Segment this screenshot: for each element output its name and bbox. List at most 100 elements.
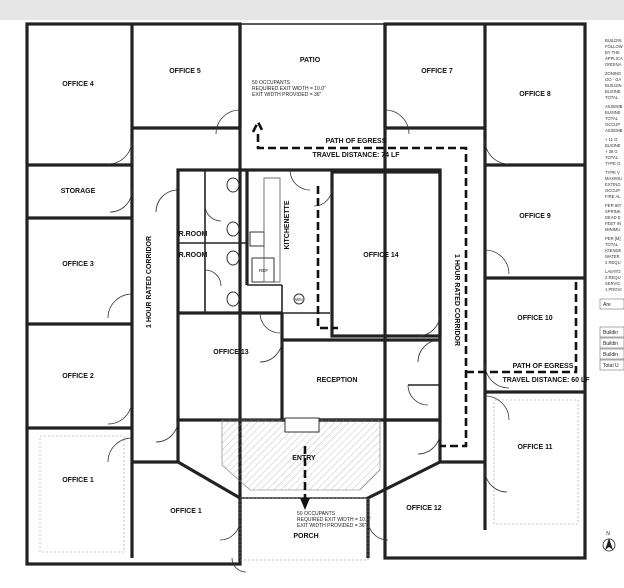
note-line: OCCUP: [605, 188, 620, 193]
svg-text:REQUIRED EXIT WIDTH = 10.0": REQUIRED EXIT WIDTH = 10.0": [252, 86, 326, 92]
note-line: PER [M]: [605, 236, 621, 241]
note-line: TYPE V: [605, 170, 620, 175]
office-2-label: OFFICE 2: [62, 373, 94, 380]
doors: [107, 109, 510, 573]
office-7-label: OFFICE 7: [421, 68, 453, 75]
kitchenette-label: KITCHENETTE: [284, 200, 291, 249]
note-line: FIRE AL: [605, 194, 621, 199]
note-line: ORDINA: [605, 62, 621, 67]
note-line: SERVIC: [605, 281, 621, 286]
patio-occupancy-note: 50 OCCUPANTS REQUIRED EXIT WIDTH = 10.0"…: [252, 80, 326, 98]
office-13-label: OFFICE 13: [213, 349, 249, 356]
svg-text:50 OCCUPANTS: 50 OCCUPANTS: [252, 80, 291, 86]
office-3-label: OFFICE 3: [62, 261, 94, 268]
north-arrow: N: [602, 531, 616, 552]
svg-text:50 OCCUPANTS: 50 OCCUPANTS: [297, 511, 336, 517]
egress-path-right: [466, 280, 578, 374]
note-line: TOTAL: [605, 242, 619, 247]
note-line: + 11 O: [605, 137, 618, 142]
reception-label: RECEPTION: [317, 377, 358, 384]
note-line: OCCUP: [605, 122, 620, 127]
note-line: 1 PROVI: [605, 287, 622, 292]
note-line: ZONING: [605, 71, 621, 76]
note-line: BUSINE: [605, 89, 621, 94]
office-5-label: OFFICE 5: [169, 68, 201, 75]
note-line: TOTAL: [605, 95, 619, 100]
table-cell-text: Buildin: [603, 330, 618, 336]
left-corridor-label: 1 HOUR RATED CORRIDOR: [146, 236, 153, 328]
note-line: APPLICA: [605, 56, 623, 61]
office-4-label: OFFICE 4: [62, 81, 94, 88]
note-line: (GENDE: [605, 248, 621, 253]
note-line: PER 907: [605, 203, 622, 208]
restroom-fixtures: [226, 177, 305, 307]
note-line: + 38 G: [605, 149, 618, 154]
note-line: BUSINE: [605, 110, 621, 115]
office-14-label: OFFICE 14: [363, 252, 399, 259]
note-line: EXTING: [605, 182, 621, 187]
table-cell: [599, 326, 624, 338]
office-10-label: OFFICE 10: [517, 315, 553, 322]
table-cell: [599, 359, 624, 371]
table-cell-text: Are: [603, 302, 611, 308]
office-1-left-outline: [39, 435, 125, 553]
office-8-label: OFFICE 8: [519, 91, 551, 98]
scan-top-strip: [0, 0, 624, 20]
note-line: TOTAL: [605, 155, 619, 160]
egress-top-label: PATH OF EGRESS: [326, 138, 387, 145]
entry-hatch: [221, 417, 381, 491]
svg-text:REQUIRED EXIT WIDTH = 10.0": REQUIRED EXIT WIDTH = 10.0": [297, 517, 371, 523]
office-11-outline: [493, 399, 579, 525]
egress-top-distance: TRAVEL DISTANCE: 74 LF: [312, 152, 400, 159]
note-line: DEAD E: [605, 215, 621, 220]
note-line: TOTAL: [605, 116, 619, 121]
porch-occupancy-note: 50 OCCUPANTS REQUIRED EXIT WIDTH = 10.0"…: [297, 511, 371, 529]
table-cell: [599, 298, 624, 310]
corridor-labels: 1 HOUR RATED CORRIDOR 1 HOUR RATED CORRI…: [146, 236, 460, 346]
note-line: 2 REQU: [605, 275, 621, 280]
office-1-left-label: OFFICE 1: [62, 477, 94, 484]
note-line: BUSINE: [605, 143, 621, 148]
room-labels: OFFICE 4 OFFICE 5 PATIO OFFICE 7 OFFICE …: [61, 57, 553, 540]
note-line: FEET IN: [605, 221, 621, 226]
note-line: BUILDIN: [605, 83, 622, 88]
note-line: ASSEMB: [605, 104, 623, 109]
note-line: SPRINK: [605, 209, 621, 214]
svg-text:N: N: [606, 531, 610, 537]
storage-label: STORAGE: [61, 188, 96, 195]
note-line: BUILDIN: [605, 38, 622, 43]
note-line: TYPE O: [605, 161, 621, 166]
table-cell-text: Buildin: [603, 341, 618, 347]
note-line: FOLLOW: [605, 44, 623, 49]
r-room-2-label: R.ROOM: [179, 252, 208, 259]
ref-label: REF: [259, 268, 268, 273]
right-corridor-label: 1 HOUR RATED CORRIDOR: [453, 254, 460, 346]
patio-label: PATIO: [300, 57, 321, 64]
note-line: BY THE: [605, 50, 620, 55]
wh-label: WH: [295, 297, 303, 302]
note-line: 2 REQU: [605, 260, 621, 265]
note-line: GO - GA: [605, 77, 621, 82]
entry-label: ENTRY: [292, 455, 316, 462]
note-line: WATER: [605, 254, 620, 259]
r-room-1-label: R.ROOM: [179, 231, 208, 238]
egress-labels: PATH OF EGRESS TRAVEL DISTANCE: 74 LF PA…: [312, 138, 590, 384]
svg-text:EXIT WIDTH PROVIDED = 36": EXIT WIDTH PROVIDED = 36": [252, 92, 322, 98]
table-cell-text: Buildin: [603, 352, 618, 358]
table-cell: [599, 337, 624, 349]
note-line: MINIMU: [605, 227, 620, 232]
egress-path-top: [251, 119, 468, 510]
svg-text:EXIT WIDTH PROVIDED = 36": EXIT WIDTH PROVIDED = 36": [297, 523, 367, 529]
office-12-label: OFFICE 12: [406, 505, 442, 512]
egress-right-distance: TRAVEL DISTANCE: 60 LF: [502, 377, 590, 384]
office-1-bottom-label: OFFICE 1: [170, 508, 202, 515]
office-11-label: OFFICE 11: [517, 444, 552, 451]
table-cell-text: Total U: [603, 363, 619, 369]
porch-label: PORCH: [293, 533, 318, 540]
table-cell: [599, 348, 624, 360]
note-line: LAVATO: [605, 269, 621, 274]
egress-right-label: PATH OF EGRESS: [513, 363, 574, 370]
